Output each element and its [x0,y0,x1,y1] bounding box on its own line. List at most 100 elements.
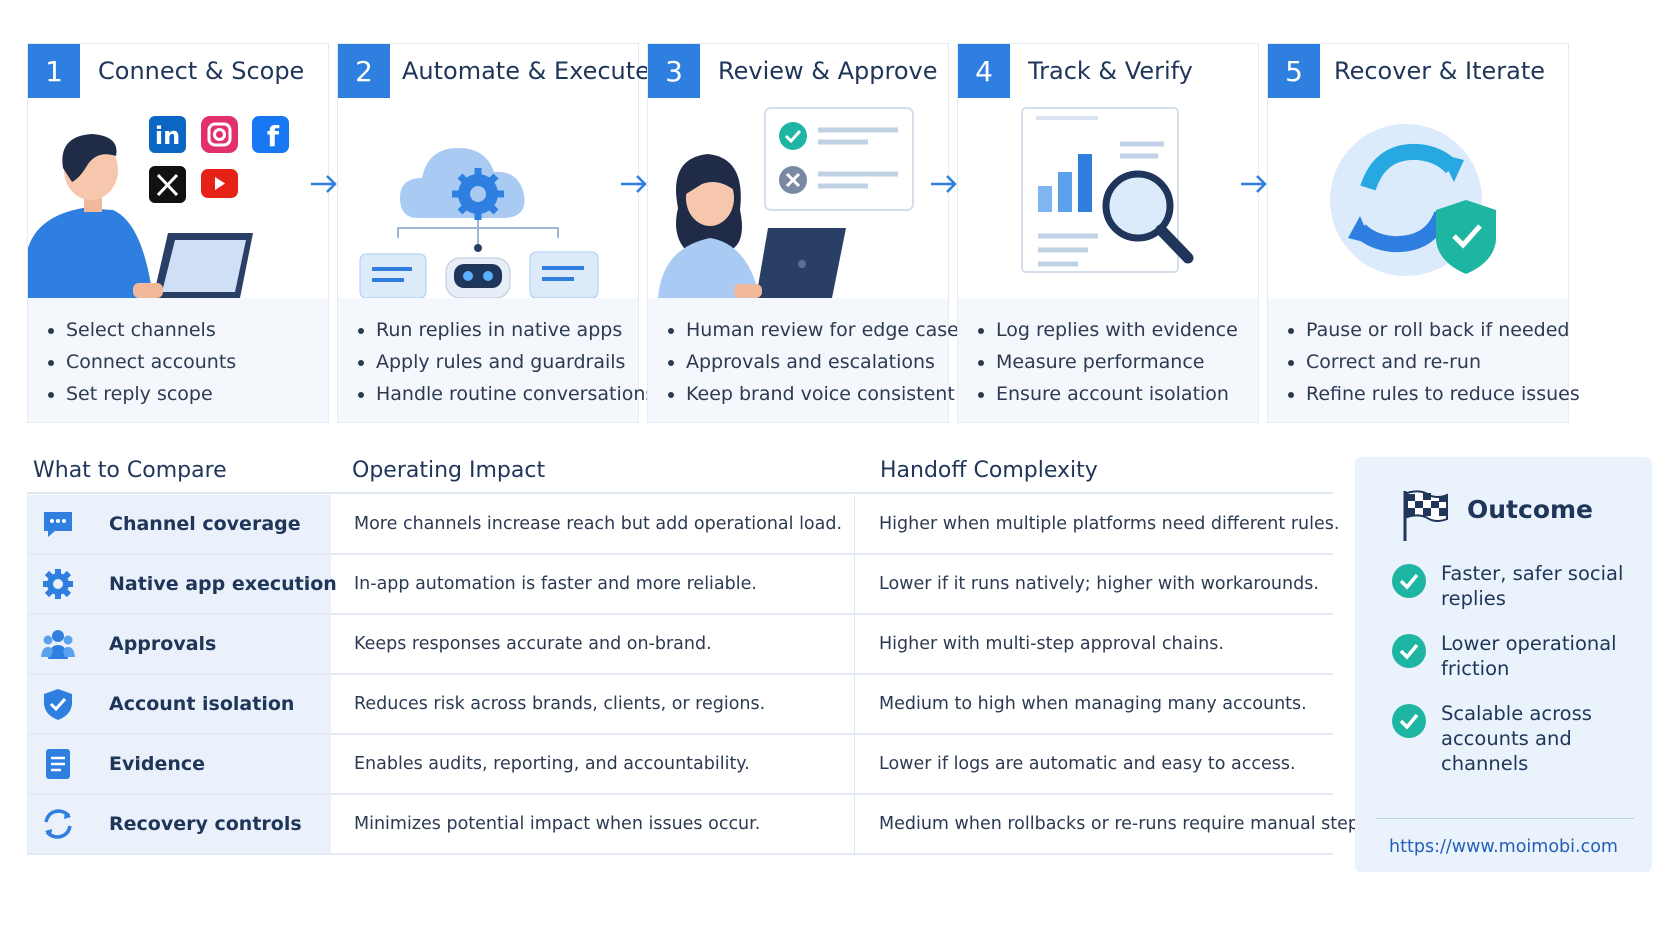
step-number: 4 [958,44,1010,98]
list-item: Select channels [48,314,328,346]
step-card-automate-execute: 2 Automate & Execute Run replies in nati… [337,43,655,423]
step-number: 1 [28,44,80,98]
step-header: 5 Recover & Iterate [1268,44,1568,98]
step-card-connect-scope: 1 Connect & Scope in f Select channels C… [27,43,329,423]
row-divider [27,613,1333,615]
person-laptop-social-icon: in f [28,116,289,298]
step-title: Automate & Execute [402,57,650,85]
step-bullet-list: Select channels Connect accounts Set rep… [28,298,328,422]
step-header: 4 Track & Verify [958,44,1258,98]
row-label: Evidence [109,753,206,775]
list-item: Pause or roll back if needed [1288,314,1569,346]
reviewer-checklist-icon [658,107,914,298]
list-item: Correct and re-run [1288,346,1568,378]
arrow-right-icon [621,175,647,193]
report-magnifier-icon [1021,107,1194,273]
complexity-cell: Medium to high when managing many accoun… [879,694,1307,714]
website-link[interactable]: https://www.moimobi.com [1389,837,1618,857]
step-bullet-list: Run replies in native apps Apply rules a… [338,298,655,422]
step-title: Connect & Scope [98,57,305,85]
list-item: Approvals and escalations [668,346,948,378]
list-item: Human review for edge cases [668,314,969,346]
table-row: Native app execution In-app automation i… [27,555,1333,615]
impact-cell: Enables audits, reporting, and accountab… [331,735,855,793]
facebook-icon: f [252,116,289,153]
row-label-cell: Evidence [27,735,331,793]
arrow-right-icon [1241,175,1267,193]
check-circle-icon [1392,634,1426,668]
impact-cell: Reduces risk across brands, clients, or … [331,675,855,733]
youtube-icon [201,169,238,198]
row-label: Approvals [109,633,217,655]
linkedin-icon: in [149,116,186,153]
list-item: Measure performance [978,346,1258,378]
column-header-operating-impact: Operating Impact [352,458,546,483]
complexity-cell: Higher with multi-step approval chains. [879,634,1224,654]
row-divider [27,733,1333,735]
instagram-icon [201,116,238,153]
table-row: Approvals Keeps responses accurate and o… [27,615,1333,675]
refresh-shield-icon [1330,124,1496,276]
outcome-divider [1376,818,1634,819]
step-number: 3 [648,44,700,98]
people-icon [41,630,75,659]
row-label: Native app execution [109,573,337,595]
checkered-flag-icon [1403,490,1448,541]
table-row: Channel coverage More channels increase … [27,495,1340,555]
column-header-handoff-complexity: Handoff Complexity [880,458,1098,483]
list-item: Refine rules to reduce issues [1288,378,1580,410]
impact-cell: More channels increase reach but add ope… [331,495,855,553]
step-header: 1 Connect & Scope [28,44,328,98]
row-divider [27,853,1333,855]
step-bullet-list: Human review for edge cases Approvals an… [648,298,969,422]
list-item: Apply rules and guardrails [358,346,638,378]
row-label: Account isolation [109,693,295,715]
outcome-item-text: Lower operational friction [1441,632,1617,680]
list-item: Handle routine conversations [358,378,655,410]
step-title: Recover & Iterate [1334,57,1546,85]
row-label: Channel coverage [109,513,301,535]
arrow-right-icon [931,175,957,193]
svg-text:f: f [267,120,280,153]
outcome-title: Outcome [1467,495,1594,524]
step-header: 2 Automate & Execute [338,44,650,98]
complexity-cell: Lower if it runs natively; higher with w… [879,574,1319,594]
header-divider [27,492,1333,494]
list-item: Log replies with evidence [978,314,1258,346]
complexity-cell: Lower if logs are automatic and easy to … [879,754,1296,774]
document-icon [46,749,70,779]
chat-bubble-icon [44,512,72,537]
list-item: Set reply scope [48,378,328,410]
row-label-cell: Approvals [27,615,331,673]
complexity-cell: Medium when rollbacks or re-runs require… [879,814,1374,834]
list-item: Keep brand voice consistent [668,378,955,410]
row-label-cell: Recovery controls [27,795,331,853]
outcome-item-text: Faster, safer social replies [1441,562,1624,610]
step-number: 2 [338,44,390,98]
row-divider [27,553,1333,555]
svg-text:in: in [155,122,180,150]
step-title: Review & Approve [718,57,938,85]
step-card-track-verify: 4 Track & Verify Log replies with eviden… [957,43,1259,423]
step-title: Track & Verify [1028,57,1193,85]
row-label-cell: Account isolation [27,675,331,733]
refresh-icon [44,809,72,839]
check-circle-icon [1392,704,1426,738]
column-header-what-to-compare: What to Compare [33,458,227,483]
cloud-bot-icon [359,148,599,298]
row-divider [27,673,1333,675]
step-card-review-approve: 3 Review & Approve Human review for edge… [647,43,969,423]
shield-check-icon [44,689,72,720]
x-icon [149,166,186,203]
impact-cell: Keeps responses accurate and on-brand. [331,615,855,673]
step-number: 5 [1268,44,1320,98]
gear-icon [43,569,73,599]
impact-cell: Minimizes potential impact when issues o… [331,795,855,853]
check-circle-icon [1392,564,1426,598]
arrow-right-icon [311,175,337,193]
list-item: Run replies in native apps [358,314,638,346]
step-bullet-list: Pause or roll back if needed Correct and… [1268,298,1580,422]
step-bullet-list: Log replies with evidence Measure perfor… [958,298,1258,422]
impact-cell: In-app automation is faster and more rel… [331,555,855,613]
complexity-cell: Higher when multiple platforms need diff… [879,514,1340,534]
